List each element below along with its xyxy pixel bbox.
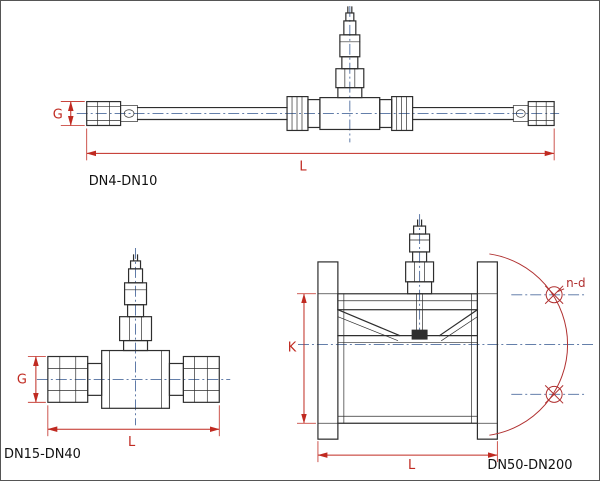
dimension-g-small: G bbox=[53, 101, 85, 126]
bolt-hole-icon bbox=[544, 285, 564, 305]
bolt-hole-label: n-d bbox=[566, 276, 585, 290]
left-extension-pipe bbox=[136, 106, 288, 121]
bolt-hole-icon bbox=[544, 385, 564, 404]
turbine-pickup bbox=[411, 329, 428, 340]
dim-label-g-small: G bbox=[53, 108, 63, 123]
meter-body-large-section bbox=[337, 293, 479, 424]
bolt-circle: n-d bbox=[489, 253, 586, 436]
caption-dn15-dn40: DN15-DN40 bbox=[4, 447, 81, 462]
left-hex-fitting bbox=[47, 355, 103, 403]
meter-view-dn15-dn40: G L DN15-DN40 bbox=[4, 247, 231, 462]
dimension-l-small: L bbox=[86, 128, 555, 174]
caption-dn4-dn10: DN4-DN10 bbox=[89, 174, 158, 189]
meter-view-dn4-dn10: G L DN4-DN10 bbox=[53, 5, 560, 189]
right-thread-fitting bbox=[512, 100, 555, 127]
dim-label-l-large: L bbox=[408, 458, 416, 473]
left-thread-fitting bbox=[86, 100, 138, 127]
right-extension-pipe bbox=[412, 106, 514, 121]
bolt-hole-leader-line bbox=[556, 288, 565, 293]
dimension-l-medium: L bbox=[47, 405, 220, 450]
right-hex-fitting bbox=[168, 355, 220, 403]
dimension-k-large: K bbox=[288, 293, 316, 424]
dim-label-k-large: K bbox=[288, 341, 297, 356]
sensor-transmitter-small bbox=[335, 6, 365, 99]
right-flange bbox=[476, 261, 498, 440]
sensor-transmitter-large bbox=[405, 219, 435, 295]
dim-label-l-medium: L bbox=[128, 435, 136, 450]
meter-view-dn50-dn200: n-d K L DN50-DN200 bbox=[288, 214, 594, 473]
caption-dn50-dn200: DN50-DN200 bbox=[487, 458, 572, 473]
dimension-l-large: L bbox=[317, 441, 498, 473]
dim-label-g-medium: G bbox=[17, 372, 27, 387]
dim-label-l-small: L bbox=[299, 159, 307, 174]
left-flange bbox=[317, 261, 339, 440]
flange-bolt-circle-arc bbox=[489, 253, 568, 436]
sensor-transmitter-medium bbox=[119, 254, 153, 352]
dimension-g-medium: G bbox=[17, 356, 46, 403]
